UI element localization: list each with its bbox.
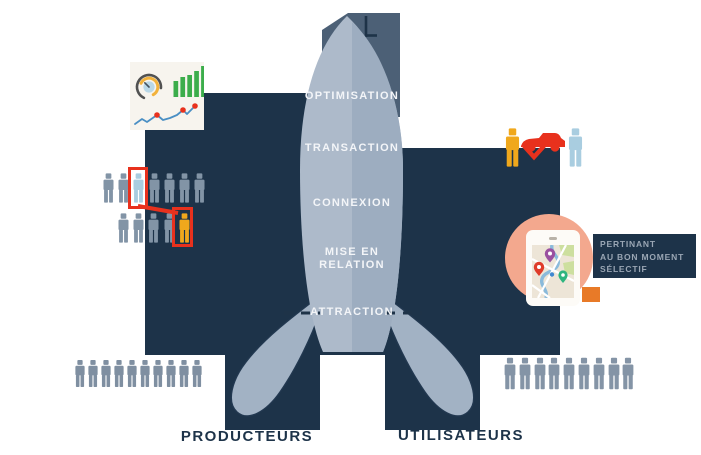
stage-label-attraction: ATTRACTION [310,306,394,318]
callout-line-1: PERTINANT [600,239,656,249]
stage-label-connexion: CONNEXION [312,197,392,209]
person-icon [179,173,190,203]
person-icon [608,357,619,390]
person-icon [505,128,520,167]
gauge-chart-icon [135,73,163,101]
person-icon [75,360,85,387]
person-icon [578,357,590,390]
person-icon [101,360,111,387]
person-icon [166,360,176,387]
matched-rider-person [567,126,584,169]
line-chart-icon [134,103,198,125]
person-icon [534,357,545,390]
person-icon [133,173,144,203]
person-icon [504,357,516,390]
users-label: UTILISATEURS [397,427,525,444]
person-icon [88,360,98,387]
rocket-fins [230,293,475,417]
map-pin-icons [533,248,568,283]
analytics-card [130,62,206,130]
person-icon [114,360,124,387]
person-icon [140,360,150,387]
matched-driver-person [504,126,521,169]
person-icon [194,173,205,203]
phone-map-screen [532,245,574,298]
person-icon [179,360,189,387]
person-icon [164,173,175,203]
person-icon [103,173,114,203]
rocket-illustration [230,13,475,417]
person-icon [549,357,560,390]
producers-label: PRODUCTEURS [180,428,314,445]
nose-antenna-icon [364,16,377,37]
person-icon [179,213,190,243]
purple-map-pin-icon [544,248,556,263]
person-icon [593,357,605,390]
person-icon [118,213,129,243]
users-crowd-row [503,357,635,390]
smartphone-map-icon [526,230,580,306]
car-icon [521,133,565,161]
callout-line-3: SÉLECTIF [600,264,648,274]
red-map-pin-icon [533,261,545,276]
person-icon [622,357,634,390]
person-icon [118,173,129,203]
selected-producer-box [128,167,148,209]
person-icon [568,128,583,167]
orange-accent-block [582,287,600,302]
person-icon [133,213,144,243]
person-icon [563,357,575,390]
phone-speaker [549,237,557,240]
producers-selection-row [102,172,206,204]
targeting-callout: PERTINANT AU BON MOMENT SÉLECTIF [593,234,696,278]
matched-producer-box [172,207,193,247]
person-icon [519,357,531,390]
green-map-pin-icon [558,270,568,283]
bar-chart-icon [173,66,206,97]
stage-label-optimisation: OPTIMISATION [304,90,400,102]
stage-label-mise-en-relation: MISE EN RELATION [319,246,385,271]
producers-crowd-row [74,359,203,388]
person-icon [127,360,137,387]
person-icon [192,360,202,387]
stage-label-transaction: TRANSACTION [304,142,400,154]
person-icon [148,213,159,243]
rocket-body-shade [352,22,403,352]
producers-match-row [117,212,191,244]
callout-line-2: AU BON MOMENT [600,251,685,262]
person-icon [153,360,163,387]
person-icon [149,173,160,203]
current-location-dot [549,272,555,277]
